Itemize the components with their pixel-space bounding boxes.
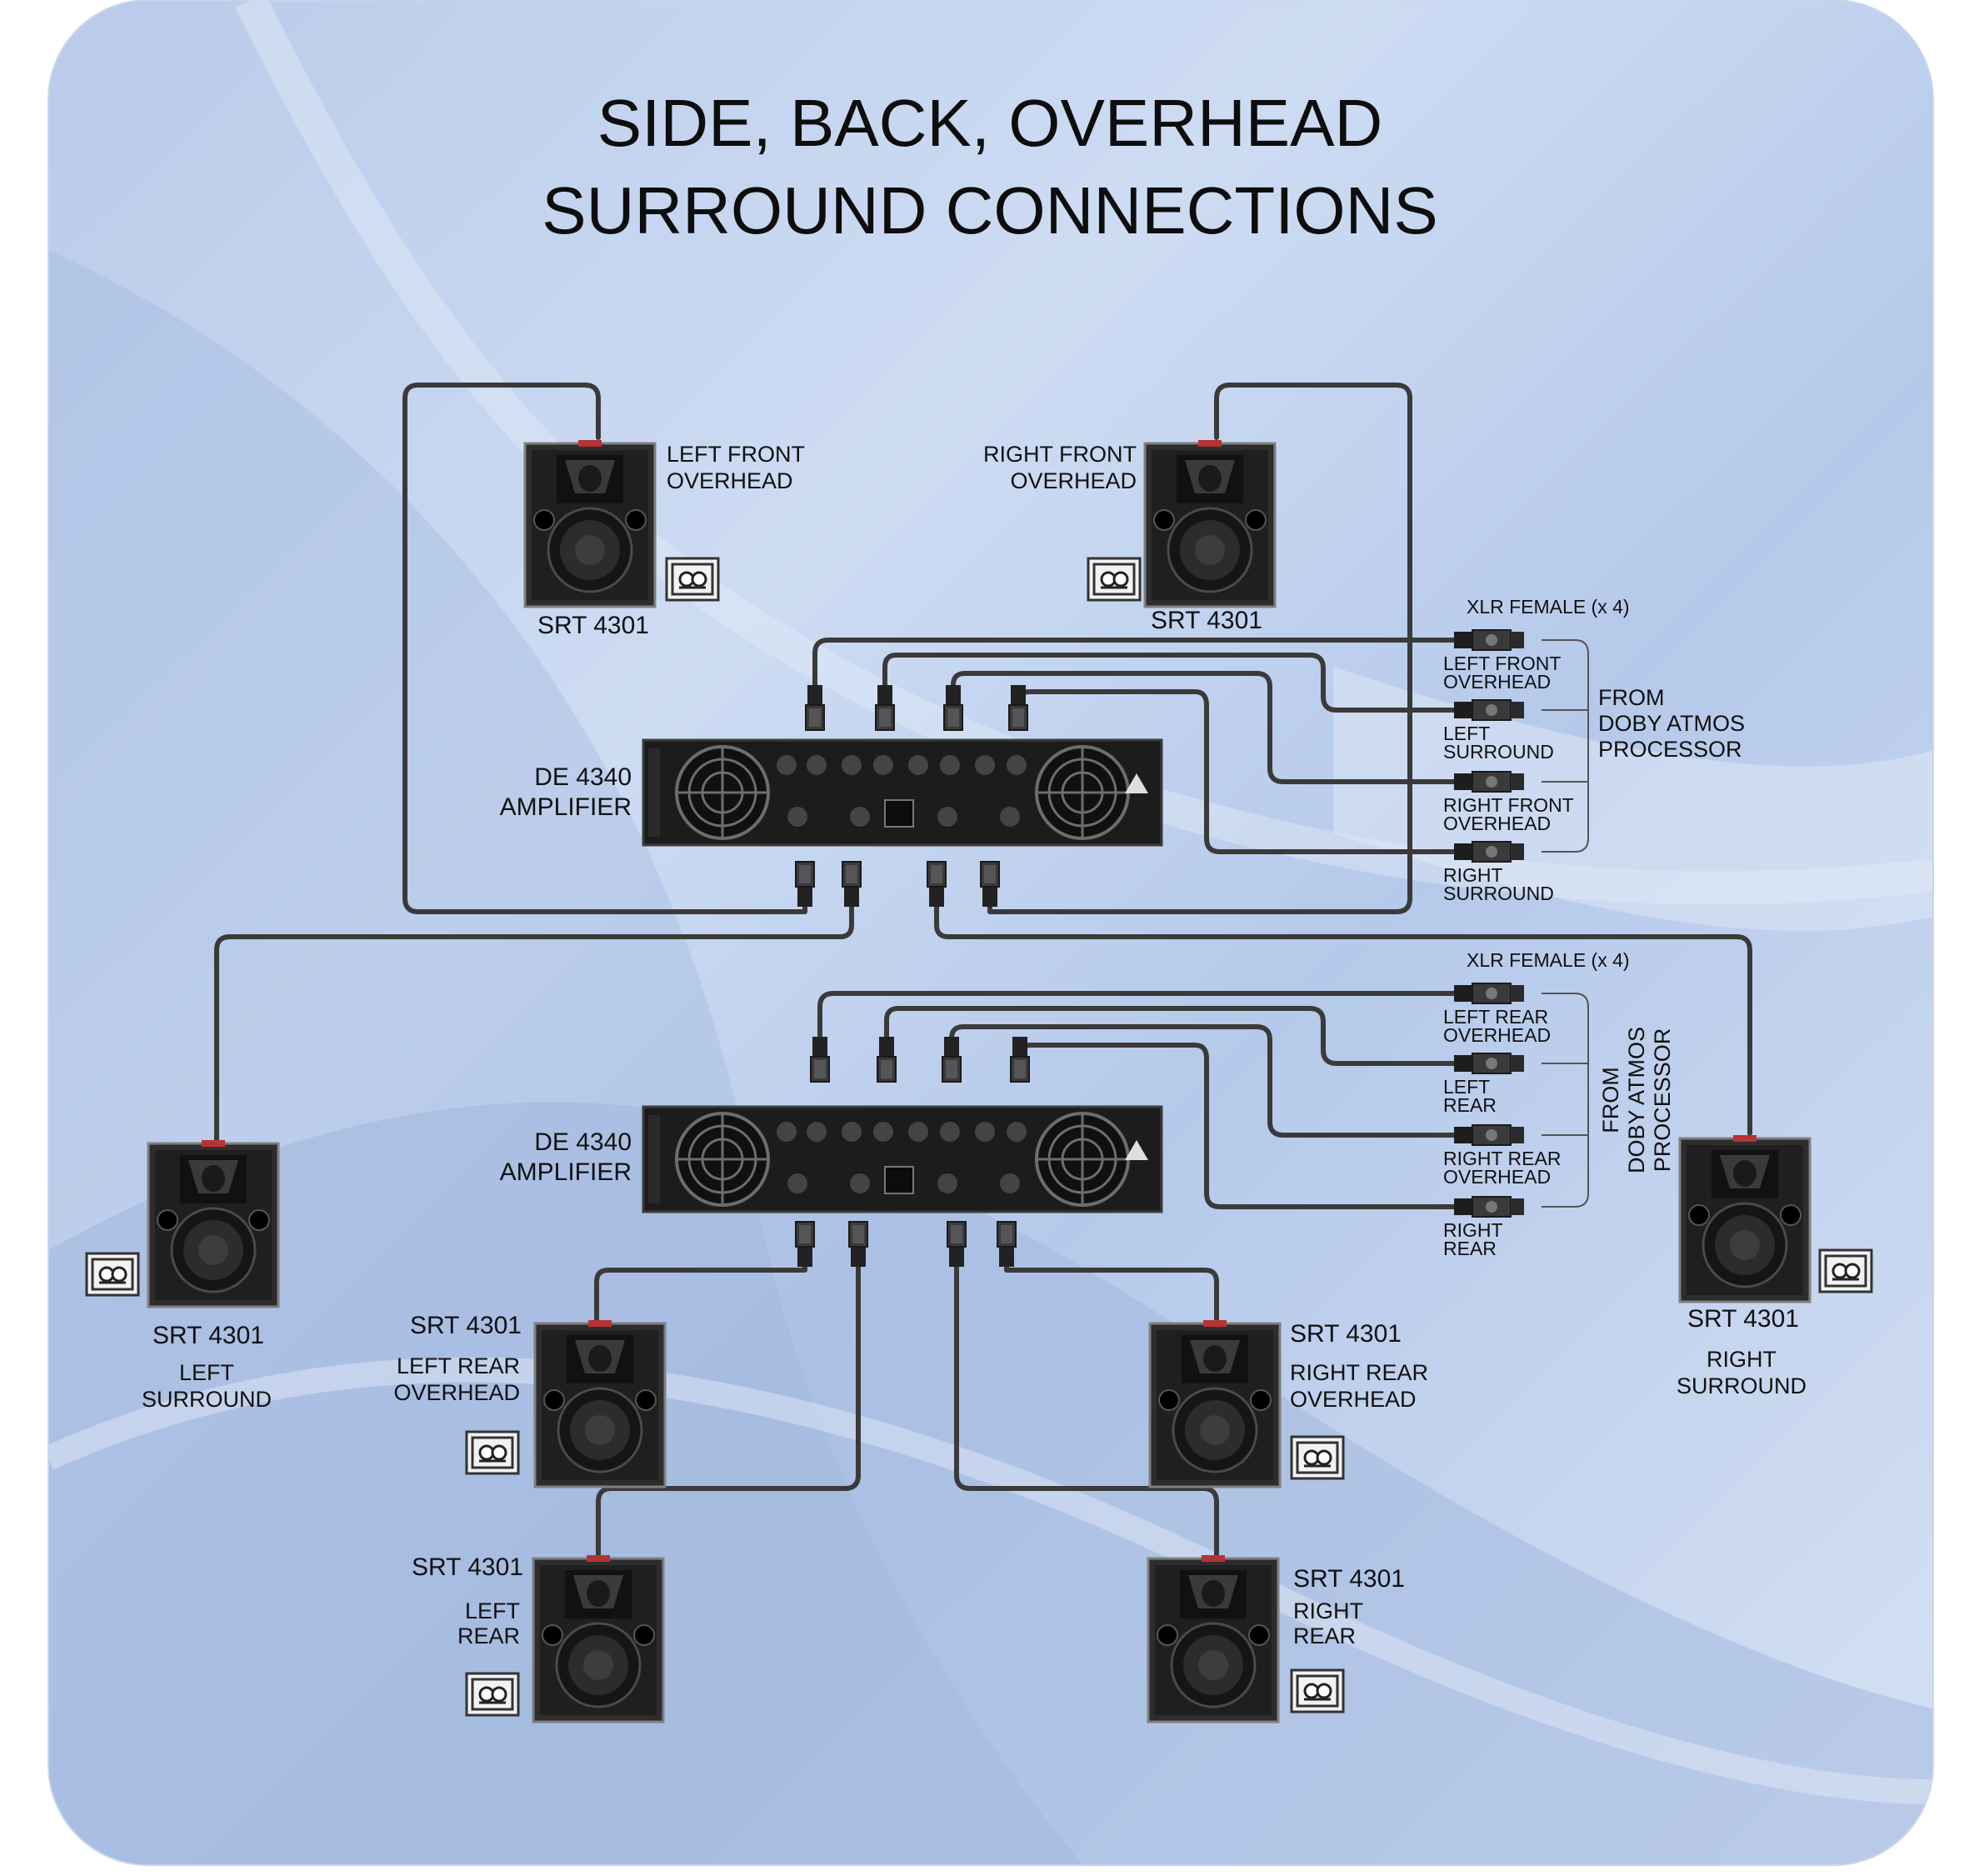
- speaker-lr-model: SRT 4301: [412, 1553, 523, 1581]
- input-bottom-1-line1: LEFT REAR: [1443, 1006, 1548, 1028]
- speaker-left-rear: SRT 4301 LEFT REAR: [412, 1553, 665, 1723]
- title-line-2: SURROUND CONNECTIONS: [542, 173, 1438, 248]
- speaker-lfo-name-2: OVERHEAD: [667, 468, 793, 493]
- input-bottom-4-line2: REAR: [1443, 1238, 1497, 1259]
- title-line-1: SIDE, BACK, OVERHEAD: [597, 86, 1382, 160]
- speaker-rfo-model: SRT 4301: [1151, 607, 1262, 634]
- source-top-line3: PROCESSOR: [1598, 737, 1742, 762]
- source-bottom-rotated: FROM DOBY ATMOS PROCESSOR: [1598, 1027, 1675, 1173]
- amplifier-top-type: AMPLIFIER: [500, 793, 632, 821]
- source-bottom-line3: PROCESSOR: [1650, 1028, 1675, 1173]
- speaker-rro-name-1: RIGHT REAR: [1290, 1360, 1428, 1385]
- speaker-ls-model: SRT 4301: [152, 1322, 264, 1349]
- amplifier-bottom-model: DE 4340: [534, 1128, 632, 1156]
- source-top-line2: DOBY ATMOS: [1598, 711, 1745, 736]
- speaker-right-front-overhead: SRT 4301 RIGHT FRONT OVERHEAD: [983, 438, 1277, 634]
- source-bottom-line2: DOBY ATMOS: [1624, 1027, 1649, 1173]
- input-bottom-2-line2: REAR: [1443, 1094, 1497, 1116]
- speaker-lfo-model: SRT 4301: [537, 612, 649, 639]
- speaker-rfo-name-2: OVERHEAD: [1010, 468, 1137, 493]
- input-top-1-line1: LEFT FRONT: [1443, 653, 1561, 674]
- speaker-right-rear: SRT 4301 RIGHT REAR: [1147, 1553, 1405, 1723]
- input-bottom-2-line1: LEFT: [1443, 1076, 1490, 1098]
- speaker-cables: [214, 383, 1752, 1561]
- xlr-header-top: XLR FEMALE (x 4): [1467, 596, 1630, 618]
- speaker-lro-name-2: OVERHEAD: [393, 1380, 520, 1405]
- speaker-lro-model: SRT 4301: [410, 1312, 522, 1339]
- input-top-3-line1: RIGHT FRONT: [1443, 794, 1574, 816]
- speaker-rr-name-2: REAR: [1293, 1623, 1356, 1648]
- input-bottom-3-line1: RIGHT REAR: [1443, 1148, 1561, 1169]
- amplifier-top: DE 4340 AMPLIFIER: [500, 738, 1163, 847]
- input-top-2-line2: SURROUND: [1443, 741, 1554, 763]
- amplifier-bottom-type: AMPLIFIER: [500, 1158, 632, 1186]
- source-bottom-line1: FROM: [1598, 1067, 1623, 1133]
- amplifier-bottom: DE 4340 AMPLIFIER: [500, 1105, 1163, 1213]
- amplifier-top-model: DE 4340: [534, 763, 632, 791]
- speaker-left-surround: SRT 4301 LEFT SURROUND: [85, 1138, 280, 1412]
- speaker-ls-name-1: LEFT: [179, 1360, 234, 1385]
- input-bottom-3-line2: OVERHEAD: [1443, 1166, 1551, 1188]
- speaker-lro-name-1: LEFT REAR: [397, 1353, 520, 1378]
- input-top-4-line1: RIGHT: [1443, 864, 1503, 886]
- speaker-rro-model: SRT 4301: [1290, 1320, 1402, 1348]
- speaker-ls-name-2: SURROUND: [142, 1387, 272, 1412]
- speaker-rro-name-2: OVERHEAD: [1290, 1387, 1417, 1412]
- speaker-rfo-name-1: RIGHT FRONT: [983, 442, 1137, 467]
- speaker-lr-name-1: LEFT: [465, 1598, 520, 1623]
- input-top-1-line2: OVERHEAD: [1443, 671, 1551, 693]
- speaker-lr-name-2: REAR: [457, 1623, 520, 1648]
- speaker-rs-name-1: RIGHT: [1707, 1347, 1777, 1372]
- input-top-3-line2: OVERHEAD: [1443, 813, 1551, 834]
- input-bottom-1-line2: OVERHEAD: [1443, 1024, 1551, 1046]
- xlr-header-bottom: XLR FEMALE (x 4): [1467, 949, 1630, 971]
- input-top-4-line2: SURROUND: [1443, 883, 1554, 904]
- input-top-2-line1: LEFT: [1443, 723, 1490, 744]
- speaker-right-surround: SRT 4301 RIGHT SURROUND: [1677, 1133, 1873, 1398]
- speaker-right-rear-overhead: SRT 4301 RIGHT REAR OVERHEAD: [1148, 1318, 1428, 1488]
- source-top-line1: FROM: [1598, 685, 1664, 710]
- speaker-rr-model: SRT 4301: [1293, 1565, 1405, 1593]
- speaker-lfo-name-1: LEFT FRONT: [667, 442, 805, 467]
- speaker-left-front-overhead: SRT 4301 LEFT FRONT OVERHEAD: [523, 438, 805, 639]
- speaker-left-rear-overhead: SRT 4301 LEFT REAR OVERHEAD: [393, 1312, 667, 1488]
- input-bottom-4-line1: RIGHT: [1443, 1219, 1503, 1241]
- processor-brackets: [1542, 639, 1589, 1208]
- speaker-rs-name-2: SURROUND: [1677, 1373, 1807, 1398]
- speaker-rr-name-1: RIGHT: [1293, 1598, 1363, 1623]
- speaker-rs-model: SRT 4301: [1687, 1305, 1799, 1333]
